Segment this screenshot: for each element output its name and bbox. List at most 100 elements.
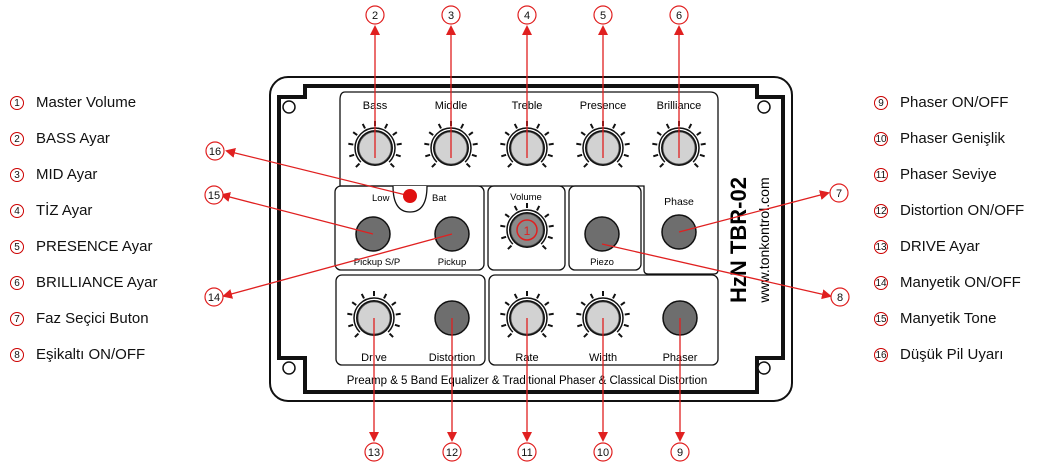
callout-layer: 2 3 4 5 6 13 12 11 10 9 16 15 14 7 8 xyxy=(204,5,850,462)
volume-number: 1 xyxy=(524,224,531,238)
svg-text:2: 2 xyxy=(372,10,378,22)
legend-number-12: 12 xyxy=(874,203,888,218)
legend-number-4: 4 xyxy=(10,203,24,218)
legend-number-9: 9 xyxy=(874,95,888,110)
legend-label-6: BRILLIANCE Ayar xyxy=(36,274,158,291)
callout-12: 12 xyxy=(442,442,462,462)
svg-text:8: 8 xyxy=(837,292,843,304)
arrow-8 xyxy=(601,243,832,300)
callout-8: 8 xyxy=(830,287,850,307)
legend-label-15: Manyetik Tone xyxy=(900,310,997,327)
svg-text:9: 9 xyxy=(677,447,683,459)
legend-number-6: 6 xyxy=(10,275,24,290)
legend-label-8: Eşikaltı ON/OFF xyxy=(36,346,146,363)
legend-label-3: MID Ayar xyxy=(36,166,98,183)
legend-item-13: 13 DRIVE Ayar xyxy=(874,238,980,255)
bat-label: Bat xyxy=(432,193,447,204)
arrow-15 xyxy=(220,192,374,235)
callout-5: 5 xyxy=(593,5,613,25)
legend-label-12: Distortion ON/OFF xyxy=(900,202,1025,219)
callout-14: 14 xyxy=(204,287,224,307)
legend-label-7: Faz Seçici Buton xyxy=(36,310,149,327)
volume-label: Volume xyxy=(510,192,542,203)
svg-text:13: 13 xyxy=(368,447,380,459)
volume-section-box xyxy=(487,185,566,271)
legend-label-16: Düşük Pil Uyarı xyxy=(900,346,1004,363)
legend-label-13: DRIVE Ayar xyxy=(900,238,980,255)
svg-text:15: 15 xyxy=(208,190,220,202)
svg-text:4: 4 xyxy=(524,10,530,22)
callout-15: 15 xyxy=(204,185,224,205)
legend-label-1: Master Volume xyxy=(36,94,137,111)
volume-number-ring xyxy=(516,219,538,241)
model-name: HzN TBR-02 xyxy=(726,177,751,303)
svg-text:3: 3 xyxy=(448,10,454,22)
legend-item-12: 12 Distortion ON/OFF xyxy=(874,202,1024,219)
legend-item-7: 7 Faz Seçici Buton xyxy=(10,310,149,327)
piezo-section-box xyxy=(568,185,642,271)
svg-text:16: 16 xyxy=(209,146,221,158)
phase-label: Phase xyxy=(664,196,694,208)
knob-presence[interactable] xyxy=(576,121,630,168)
legend-item-2: 2 BASS Ayar xyxy=(10,130,110,147)
svg-text:5: 5 xyxy=(600,10,606,22)
button-piezo[interactable] xyxy=(584,216,620,252)
arrow-14 xyxy=(222,233,453,299)
legend-number-7: 7 xyxy=(10,311,24,326)
screw-hole-bottom-right xyxy=(757,361,771,375)
legend-item-9: 9 Phaser ON/OFF xyxy=(874,94,1008,111)
screw-hole-top-right xyxy=(757,100,771,114)
website-text: www.tonkontrol.com xyxy=(756,177,772,303)
legend-label-10: Phaser Genişlik xyxy=(900,130,1006,147)
legend-number-3: 3 xyxy=(10,167,24,182)
knob-volume[interactable] xyxy=(500,203,554,250)
callout-10: 10 xyxy=(593,442,613,462)
screw-hole-bottom-left xyxy=(282,361,296,375)
legend-item-4: 4 TİZ Ayar xyxy=(10,202,92,219)
arrow-16 xyxy=(225,148,411,197)
legend-label-2: BASS Ayar xyxy=(36,130,110,147)
low-label: Low xyxy=(372,193,390,204)
callout-13: 13 xyxy=(364,442,384,462)
legend-number-15: 15 xyxy=(874,311,888,326)
callout-6: 6 xyxy=(669,5,689,25)
legend-label-9: Phaser ON/OFF xyxy=(900,94,1009,111)
callout-4: 4 xyxy=(517,5,537,25)
legend-label-11: Phaser Seviye xyxy=(900,166,997,183)
svg-text:6: 6 xyxy=(676,10,682,22)
legend-label-4: TİZ Ayar xyxy=(36,202,93,219)
legend-item-1: 1 Master Volume xyxy=(10,94,136,111)
legend-number-13: 13 xyxy=(874,239,888,254)
legend-item-15: 15 Manyetik Tone xyxy=(874,310,996,327)
svg-text:14: 14 xyxy=(208,292,220,304)
distortion-section-box xyxy=(335,274,486,366)
svg-text:10: 10 xyxy=(597,447,609,459)
legend-number-14: 14 xyxy=(874,275,888,290)
eq-section-box xyxy=(339,91,719,275)
screw-hole-top-left xyxy=(282,100,296,114)
callout-3: 3 xyxy=(441,5,461,25)
callout-7: 7 xyxy=(829,183,849,203)
arrow-layer xyxy=(220,25,832,442)
arrow-7 xyxy=(678,190,830,233)
callout-11: 11 xyxy=(517,442,537,462)
legend-number-5: 5 xyxy=(10,239,24,254)
callout-16: 16 xyxy=(205,141,225,161)
pickup-label: Pickup xyxy=(438,257,467,268)
legend-number-1: 1 xyxy=(10,95,24,110)
svg-text:12: 12 xyxy=(446,447,458,459)
low-battery-led xyxy=(403,189,417,203)
callout-9: 9 xyxy=(670,442,690,462)
pickup-sp-label: Pickup S/P xyxy=(354,257,400,268)
svg-text:7: 7 xyxy=(836,188,842,200)
legend-item-3: 3 MID Ayar xyxy=(10,166,97,183)
svg-text:11: 11 xyxy=(521,447,532,459)
legend-number-2: 2 xyxy=(10,131,24,146)
